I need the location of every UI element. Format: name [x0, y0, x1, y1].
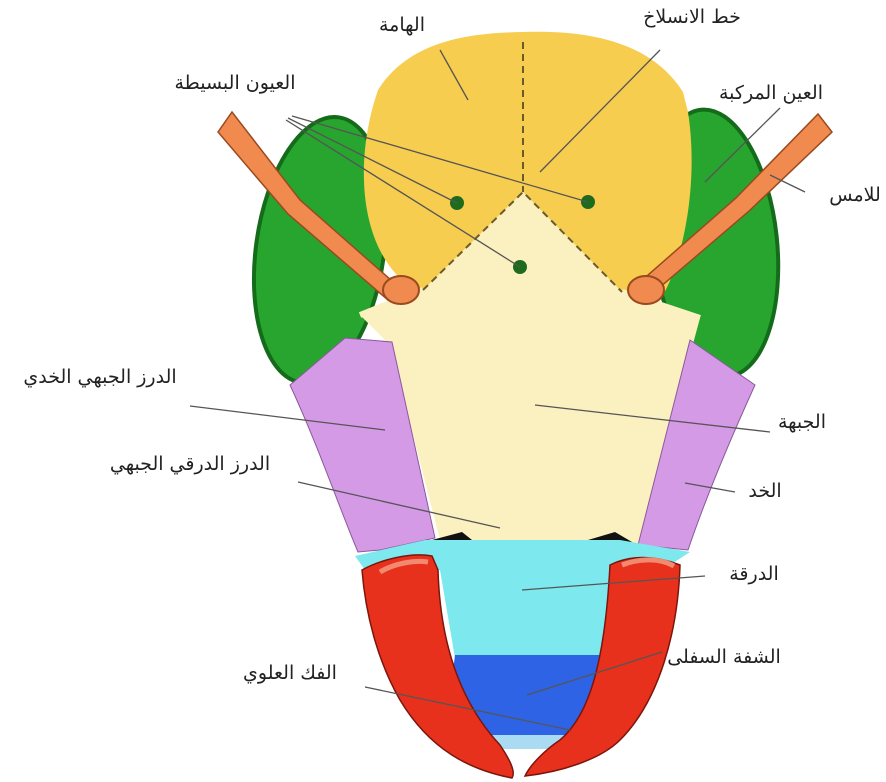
label-compound-eye: العين المركبة: [719, 82, 823, 104]
label-ecdysial-suture: خط الانسلاخ: [643, 6, 741, 28]
label-frons: الجبهة: [778, 411, 826, 433]
label-antenna: للامس: [829, 184, 881, 206]
label-clypeus: الدرقة: [729, 563, 779, 585]
label-ocelli: العيون البسيطة: [174, 72, 295, 94]
label-frontogenal-suture: الدرز الجبهي الخدي: [23, 366, 176, 388]
label-labrum: الشفة السفلى: [667, 646, 781, 668]
label-mandible: الفك العلوي: [243, 662, 337, 684]
label-gena: الخد: [748, 480, 781, 502]
label-vertex: الهامة: [379, 14, 425, 36]
label-frontoclypeal-suture: الدرز الدرقي الجبهي: [110, 453, 270, 475]
